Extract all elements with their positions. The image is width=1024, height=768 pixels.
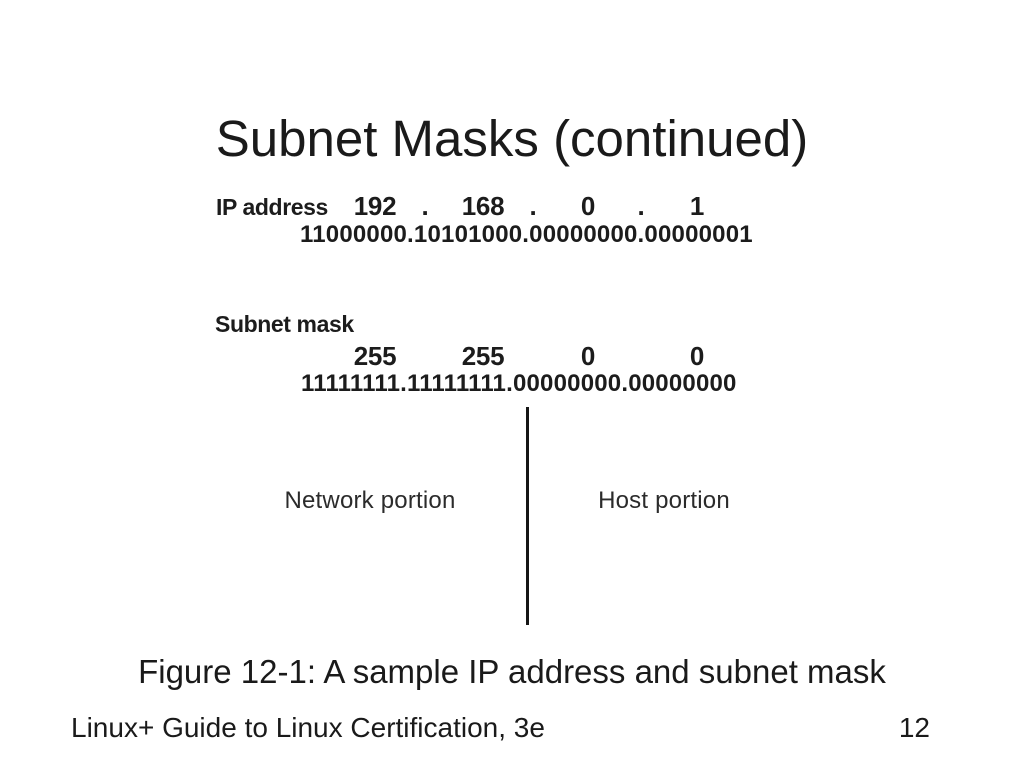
ip-dot-1: .: [421, 191, 429, 221]
ip-octet-2: 168: [461, 191, 505, 221]
mask-octet-4: 0: [689, 341, 705, 371]
mask-octet-2: 255: [461, 341, 505, 371]
network-portion-label: Network portion: [284, 487, 456, 514]
ip-binary-string: 11000000.10101000.00000000.00000001: [300, 221, 753, 248]
ip-dot-2: .: [529, 191, 537, 221]
ip-octet-4: 1: [689, 191, 705, 221]
mask-octet-1: 255: [353, 341, 397, 371]
network-host-divider-line: [526, 407, 529, 625]
footer-book-title: Linux+ Guide to Linux Certification, 3e: [71, 712, 545, 743]
figure-caption: Figure 12-1: A sample IP address and sub…: [138, 653, 886, 690]
mask-octet-3: 0: [580, 341, 596, 371]
footer-page-number: 12: [898, 712, 930, 743]
ip-octet-1: 192: [353, 191, 397, 221]
ip-address-label: IP address: [216, 194, 328, 220]
subnet-mask-label: Subnet mask: [215, 311, 354, 337]
slide-title: Subnet Masks (continued): [215, 110, 809, 168]
mask-binary-string: 11111111.11111111.00000000.00000000: [301, 370, 737, 397]
ip-dot-3: .: [637, 191, 645, 221]
host-portion-label: Host portion: [598, 487, 730, 514]
ip-octet-3: 0: [580, 191, 596, 221]
